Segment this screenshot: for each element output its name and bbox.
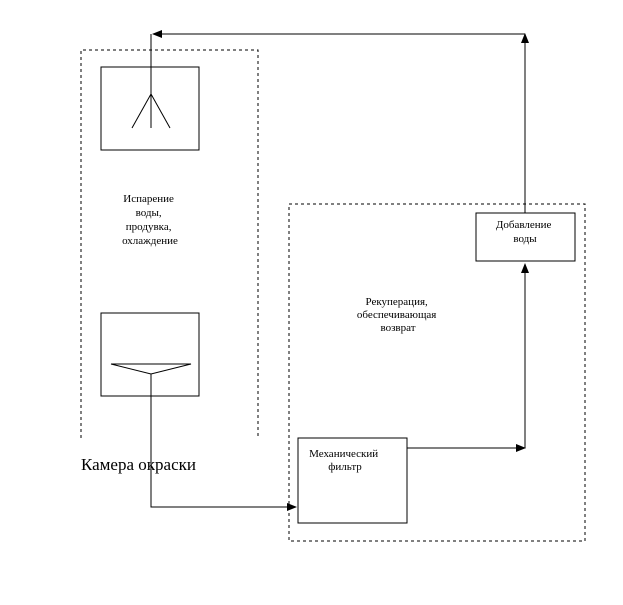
spray-nozzle-box (100, 66, 200, 151)
recuperation-label: Рекуперация, обеспечивающая возврат (357, 296, 439, 334)
mechanical-filter-box (297, 437, 408, 524)
funnel-icon (110, 363, 192, 375)
flow-line-filter-to-addition (407, 263, 529, 449)
mechanical-filter-label: Механический фильтр (309, 448, 381, 473)
recuperation-region (288, 203, 586, 542)
spray-nozzle-icon (131, 93, 171, 129)
paint-booth-label: Камера окраски (81, 455, 196, 474)
flow-line-basin-to-filter (150, 374, 297, 511)
paint-booth-region (80, 49, 259, 438)
evaporation-label: Испарение воды, продувка, охлаждение (122, 193, 178, 247)
water-addition-box (475, 212, 576, 262)
water-addition-label: Добавление воды (496, 219, 554, 245)
collection-basin-box (100, 312, 200, 397)
